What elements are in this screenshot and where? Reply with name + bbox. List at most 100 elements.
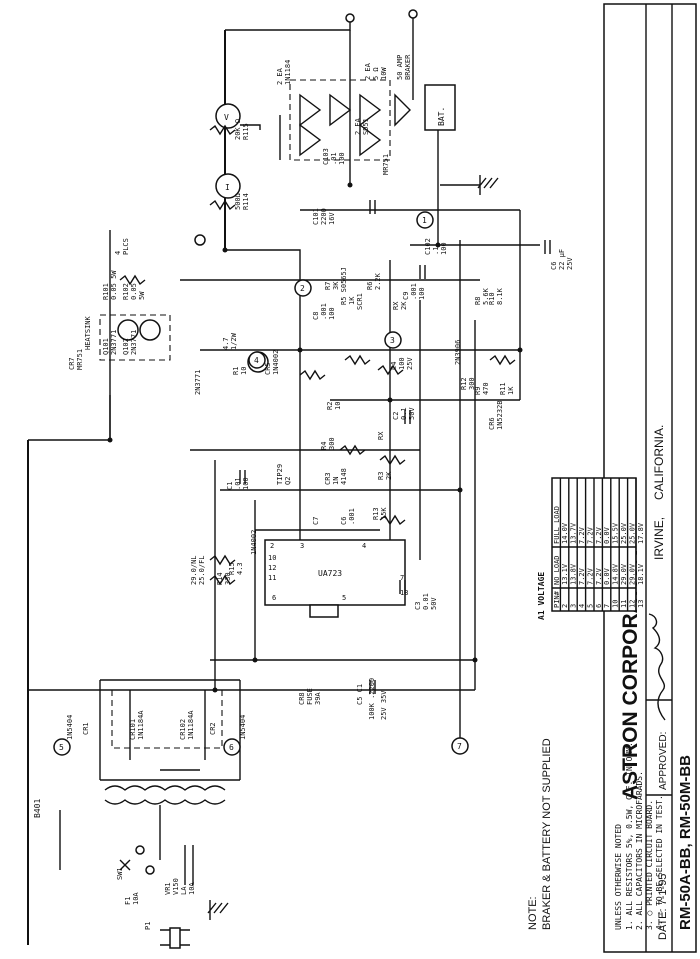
label-q102: 2N3771 xyxy=(130,330,138,355)
label-cr1-type: 1N5404 xyxy=(66,715,74,740)
label-r7: R7 xyxy=(324,282,332,290)
label-c102: C102 xyxy=(424,238,432,255)
general-note-2: 2. ALL CAPACITORS IN MICROFARADS. xyxy=(635,771,644,930)
voltage-table-cell: 5 xyxy=(586,604,594,608)
label-r15: R15 xyxy=(228,562,236,575)
label-r13: R13 xyxy=(372,507,380,520)
label-plcs-top: PLCS xyxy=(122,238,130,255)
label-rx2: 2K xyxy=(400,301,408,310)
label-r102: 0.05 xyxy=(130,283,138,300)
capacitors xyxy=(239,200,551,694)
label-c3: 0.01 xyxy=(422,593,430,610)
voltage-table-cell: 11 xyxy=(620,600,628,608)
label-cr7: MR751 xyxy=(76,349,84,370)
label-r2: R2 xyxy=(326,402,334,410)
note-text: BRAKER & BATTERY NOT SUPPLIED xyxy=(541,738,553,930)
label-diodes-sd51: SD51 xyxy=(362,118,370,135)
label-r8: 5.6K xyxy=(482,287,490,305)
label-cr101: CR101 xyxy=(129,719,137,740)
voltage-table-cell: 7.2V xyxy=(578,526,586,544)
terminal-2: 2 xyxy=(300,284,305,293)
label-c4: 25V xyxy=(406,357,414,370)
label-diodes-sd51: 2 EA xyxy=(354,117,362,135)
label-c102: 100 xyxy=(440,242,448,255)
label-c5-value: 100K .2200 xyxy=(368,678,376,720)
general-note-3: 3. ◯ PRINTED CIRCUIT BOARD. xyxy=(645,800,654,930)
label-c3: 50V xyxy=(430,597,438,610)
label-r13: 15K xyxy=(380,507,388,520)
label-diodes-1n1184: 1N1184 xyxy=(284,60,292,85)
label-r115: R115 xyxy=(242,123,250,140)
voltage-table-cell: 7.2V xyxy=(595,526,603,544)
voltage-table-cell: 13.8V xyxy=(570,563,578,585)
label-r14: R14 xyxy=(216,572,224,585)
terminal-7: 7 xyxy=(457,742,462,751)
label-r3: 2K xyxy=(385,471,393,480)
label-r102: R102 xyxy=(122,283,130,300)
voltage-table-title: A1 VOLTAGE xyxy=(537,572,546,620)
label-vr1: V150 xyxy=(172,878,180,895)
voltage-table-cell: 7.2V xyxy=(586,567,594,585)
label-c6: C6 xyxy=(340,517,348,525)
label-q102: Q102 xyxy=(122,338,130,355)
label-vr1: VR1 xyxy=(164,882,172,895)
label-c1-small: .01 xyxy=(234,477,242,490)
label-r5: 1K xyxy=(348,296,356,305)
label-c2: C2 xyxy=(392,412,400,420)
label-q101: Q101 xyxy=(102,338,110,355)
label-c4: C4 xyxy=(390,362,398,370)
company-name: ASTRON CORPORATION xyxy=(619,550,642,800)
label-cr6: CR6 xyxy=(488,417,496,430)
label-c5-c1: C5 C1 xyxy=(356,684,364,705)
label-cr5: 1N4002 xyxy=(272,350,280,375)
label-q101: 2N3771 xyxy=(110,330,118,355)
label-p1: P1 xyxy=(144,922,152,930)
diode-dashed-block xyxy=(289,79,391,161)
label-cr8: FUSE xyxy=(306,688,314,705)
label-vr-adjust: 25.0/FL xyxy=(198,555,206,585)
heatsink-dashed-block xyxy=(99,314,171,361)
resistors xyxy=(119,124,516,586)
label-c2: 0.1 xyxy=(400,407,408,420)
transformer-label: B401 xyxy=(33,799,42,818)
label-c102: .1 xyxy=(432,247,440,255)
label-r115: 20K Ω xyxy=(234,119,242,140)
label-resistors-5ohm: 10W xyxy=(380,67,388,80)
voltage-table-cell: 4 xyxy=(578,604,586,608)
label-r12: 300 xyxy=(468,377,476,390)
label-c7: C7 xyxy=(312,517,320,525)
city-label: IRVINE, xyxy=(652,517,666,560)
label-r1: 10 xyxy=(240,367,248,375)
label-vr1: 10A xyxy=(188,882,196,895)
label-r9: R9 xyxy=(474,387,482,395)
label-c6-22uf: 22 μF xyxy=(558,249,566,270)
label-r102: 5W xyxy=(138,291,146,300)
label-cr8: CR8 xyxy=(298,692,306,705)
label-c5-voltage: 25V 35V xyxy=(380,690,388,720)
label-r4: 300 xyxy=(328,437,336,450)
label-r2: 10 xyxy=(334,402,342,410)
label-r7: 3K xyxy=(332,281,340,290)
ic-pin-number: 7 xyxy=(400,574,404,582)
label-q3: 2N3906 xyxy=(454,340,462,365)
battery-label: BAT. xyxy=(437,107,446,126)
terminal-4: 4 xyxy=(254,356,259,365)
voltage-table-cell: 3 xyxy=(570,604,578,608)
ground-symbols xyxy=(207,175,499,920)
label-c101: 16V xyxy=(328,212,336,225)
label-q1: 2N3771 xyxy=(194,370,202,395)
voltage-table-header: NO LOAD xyxy=(553,555,561,585)
notes-area: NOTE: BRAKER & BATTERY NOT SUPPLIED UNLE… xyxy=(527,738,664,930)
terminal-1: 1 xyxy=(422,216,427,225)
label-r10: 8.1K xyxy=(496,287,504,305)
label-vr1: LA xyxy=(180,886,188,895)
label-cr2-type: 1N5404 xyxy=(239,715,247,740)
label-rx2: RX xyxy=(392,301,400,310)
label-c8: C8 xyxy=(312,312,320,320)
label-cr5: CR5 xyxy=(264,362,272,375)
output-terminal-negative xyxy=(408,9,418,19)
label-r6: R6 xyxy=(366,282,374,290)
voltage-table-cell: 14.8V xyxy=(612,563,620,585)
label-tip29: TIP29 xyxy=(276,464,284,485)
line-plug-p1 xyxy=(160,927,190,949)
